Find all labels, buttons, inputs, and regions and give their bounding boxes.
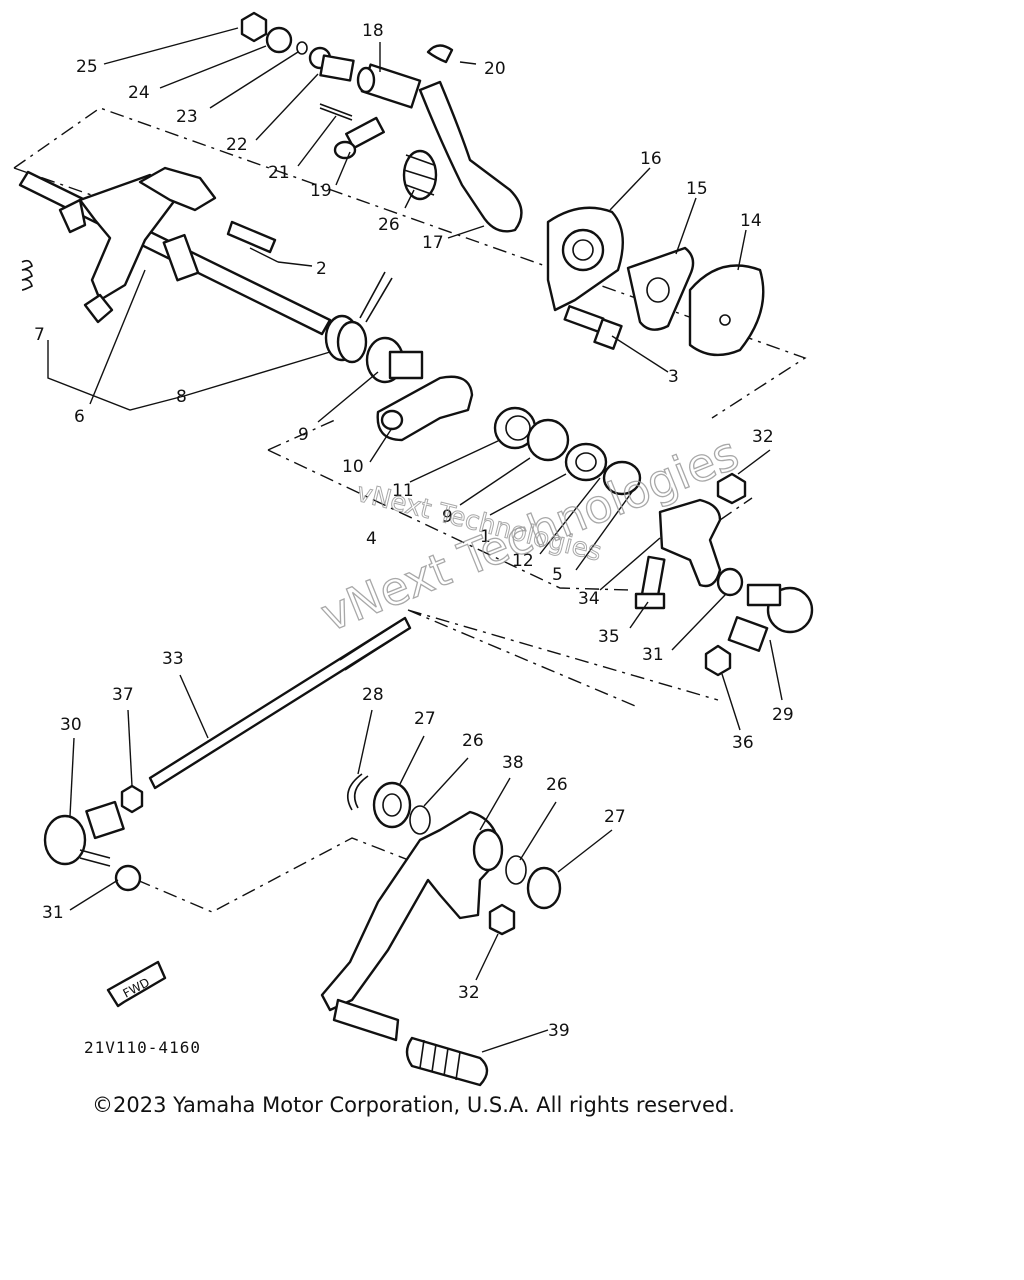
part-label-6: 6 [74, 407, 85, 427]
part-label-38: 38 [502, 753, 524, 773]
clip-19 [426, 44, 454, 64]
part-label-5: 5 [552, 565, 563, 585]
pedal-rubber-39 [405, 1036, 489, 1087]
rod-end-30 [43, 800, 125, 867]
copyright-notice: ©2023 Yamaha Motor Corporation, U.S.A. A… [92, 1093, 735, 1117]
part-label-9-lower: 9 [442, 507, 453, 527]
part-label-3: 3 [668, 367, 679, 387]
nut-24 [240, 11, 268, 43]
part-label-30: 30 [60, 715, 82, 735]
part-label-20: 21 [268, 163, 290, 183]
part-label-11: 11 [392, 481, 414, 501]
pin-18 [333, 116, 385, 160]
stopper-plate-15 [546, 206, 624, 312]
leader-lines [47, 27, 783, 1053]
part-label-32-lower: 32 [458, 983, 480, 1003]
bolt-21 [308, 46, 355, 82]
nut-32-lower [488, 903, 516, 936]
bolt-35 [634, 555, 666, 610]
part-label-2: 2 [316, 259, 327, 279]
nut-32-upper [716, 472, 747, 505]
o-ring-26-upper [409, 805, 431, 835]
part-label-36: 36 [732, 733, 754, 753]
washer-23 [265, 26, 293, 54]
part-label-18: 19 [310, 181, 332, 201]
part-label-4: 4 [366, 529, 377, 549]
plate-14 [626, 246, 695, 331]
o-ring-26-lower [505, 855, 527, 885]
washer-31-right [716, 567, 744, 597]
part-label-16: 17 [422, 233, 444, 253]
washer-22 [296, 41, 308, 55]
part-label-28: 28 [362, 685, 384, 705]
part-label-8: 8 [176, 387, 187, 407]
part-label-26-upper: 26 [462, 731, 484, 751]
lever-spring [493, 406, 537, 450]
part-label-14: 15 [686, 179, 708, 199]
group-boundary-middle [267, 419, 753, 591]
torsion-spring [324, 271, 393, 364]
part-label-12: 12 [512, 551, 534, 571]
part-label-25: 26 [378, 215, 400, 235]
shift-arm-34 [658, 498, 722, 588]
part-label-33: 33 [162, 649, 184, 669]
circlip-28 [346, 773, 369, 811]
washer-27-upper [372, 781, 412, 829]
part-label-31-right: 31 [642, 645, 664, 665]
pin [226, 220, 277, 254]
collar-12 [564, 442, 608, 482]
bolt-3 [563, 305, 623, 350]
part-label-13: 14 [740, 211, 762, 231]
part-label-34: 34 [578, 589, 600, 609]
part-label-21: 22 [226, 135, 248, 155]
part-label-1: 1 [480, 527, 491, 547]
part-label-23: 24 [128, 83, 150, 103]
return-spring [21, 259, 33, 291]
shift-rod-33 [148, 616, 412, 790]
plate-13 [688, 264, 765, 357]
part-label-37: 37 [112, 685, 134, 705]
washer-31-left [114, 864, 142, 892]
part-label-27-upper: 27 [414, 709, 436, 729]
washer-5 [602, 460, 642, 496]
part-label-7: 7 [34, 325, 45, 345]
part-label-10: 10 [342, 457, 364, 477]
part-label-31-left: 31 [42, 903, 64, 923]
part-label-32-upper: 32 [752, 427, 774, 447]
shift-pedal-38 [320, 810, 504, 1042]
fwd-arrow-icon: FWD [106, 960, 167, 1008]
part-label-39: 39 [548, 1021, 570, 1041]
part-number-labels: 25 24 23 22 21 19 18 20 26 17 16 15 14 2… [34, 21, 794, 1041]
washer-27-lower [526, 866, 562, 910]
part-label-24: 25 [76, 57, 98, 77]
nut-36 [704, 644, 732, 677]
part-label-22: 23 [176, 107, 198, 127]
shift-guide-16 [418, 80, 523, 233]
spring-25 [402, 149, 438, 201]
part-label-29: 29 [772, 705, 794, 725]
part-label-17: 18 [362, 21, 384, 41]
part-label-35: 35 [598, 627, 620, 647]
part-label-9-upper: 9 [298, 425, 309, 445]
rod-end-29 [727, 583, 814, 652]
cotter-pin-20 [319, 103, 353, 121]
part-label-19: 20 [484, 59, 506, 79]
shift-shaft [18, 166, 332, 336]
drawing-code: 21V110-4160 [84, 1038, 201, 1057]
part-label-27-lower: 27 [604, 807, 626, 827]
collar-17 [356, 63, 422, 109]
shift-lever-arm [376, 375, 474, 442]
part-label-26-lower: 26 [546, 775, 568, 795]
part-label-15: 16 [640, 149, 662, 169]
shaft-collar [365, 336, 424, 384]
nut-37 [120, 784, 144, 814]
washer-1 [526, 418, 570, 462]
